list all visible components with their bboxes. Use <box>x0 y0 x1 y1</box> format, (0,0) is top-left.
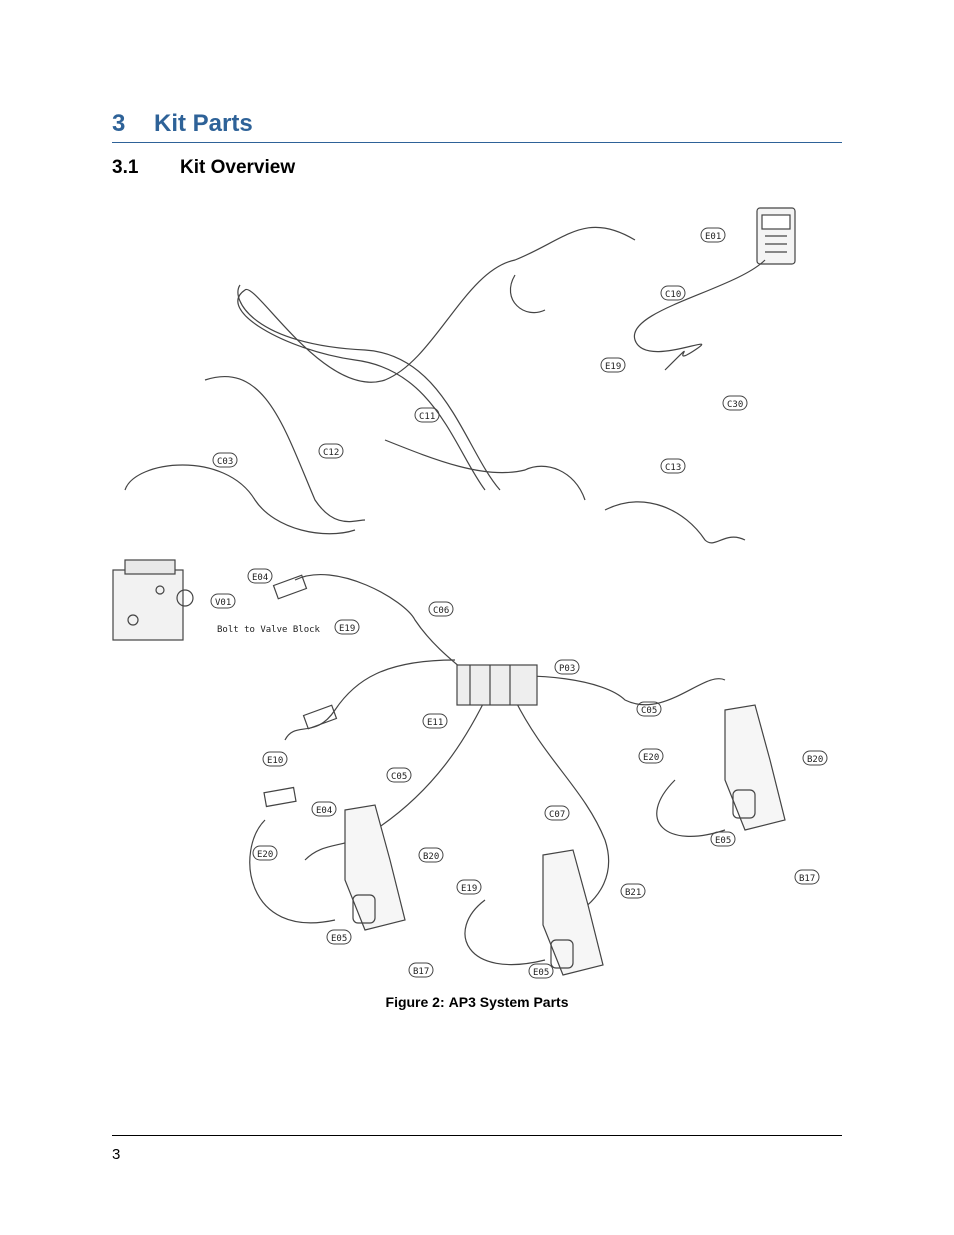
callout-p03: P03 <box>554 659 580 675</box>
svg-text:C07: C07 <box>549 810 565 820</box>
svg-text:E05: E05 <box>715 836 731 846</box>
section-number: 3 <box>112 110 126 137</box>
svg-text:E05: E05 <box>533 968 549 978</box>
section-title: Kit Parts <box>154 110 253 137</box>
svg-text:C13: C13 <box>665 463 681 473</box>
cable-c10 <box>634 259 766 371</box>
valve-block <box>112 559 194 641</box>
svg-text:C11: C11 <box>419 412 435 422</box>
callout-c10: C10 <box>660 285 686 301</box>
svg-text:E10: E10 <box>267 756 283 766</box>
svg-text:C30: C30 <box>727 400 743 410</box>
callout-c03: C03 <box>212 452 238 468</box>
callout-c12: C12 <box>318 443 344 459</box>
callout-e01: E01 <box>700 227 726 243</box>
callout-c07: C07 <box>544 805 570 821</box>
svg-text:C05: C05 <box>391 772 407 782</box>
display-unit <box>756 207 796 265</box>
callout-b20-left: B20 <box>418 847 444 863</box>
callout-b17-left: B17 <box>408 962 434 978</box>
cable-c12 <box>204 375 366 523</box>
callout-c05-right: C05 <box>636 701 662 717</box>
callout-e05-right: E05 <box>710 831 736 847</box>
callout-e11: E11 <box>422 713 448 729</box>
subsection-number: 3.1 <box>112 157 139 178</box>
svg-text:E19: E19 <box>461 884 477 894</box>
cable-e10 <box>284 659 456 741</box>
sensor-e04-bottom <box>263 786 297 808</box>
diagram-svg: E01 C10 E19 C30 C11 C12 C03 C13 E04 E19 … <box>112 207 828 979</box>
callout-e05-center: E05 <box>528 963 554 979</box>
svg-text:E19: E19 <box>605 362 621 372</box>
callout-e20-left: E20 <box>252 845 278 861</box>
svg-text:B21: B21 <box>625 888 641 898</box>
svg-text:E11: E11 <box>427 718 443 728</box>
callout-c06: C06 <box>428 601 454 617</box>
callout-c11: C11 <box>414 407 440 423</box>
figure-caption: Figure 2:AP3 System Parts <box>0 994 954 1010</box>
svg-text:B20: B20 <box>423 852 439 862</box>
svg-text:E04: E04 <box>316 806 332 816</box>
svg-text:B17: B17 <box>413 967 429 977</box>
bracket-left <box>344 804 406 931</box>
callout-e05-left: E05 <box>326 929 352 945</box>
cable-c06 <box>294 574 476 681</box>
callout-e20-right: E20 <box>638 748 664 764</box>
callout-e19-bottom: E19 <box>456 879 482 895</box>
subsection-title: Kit Overview <box>180 157 296 178</box>
svg-text:E05: E05 <box>331 934 347 944</box>
system-parts-diagram: E01 C10 E19 C30 C11 C12 C03 C13 E04 E19 … <box>105 200 845 980</box>
valve-block-note: Bolt to Valve Block <box>217 625 321 635</box>
cable-c03 <box>124 464 356 535</box>
callout-c05-left: C05 <box>386 767 412 783</box>
svg-text:C10: C10 <box>665 290 681 300</box>
callout-c13: C13 <box>660 458 686 474</box>
bracket-center <box>542 849 604 976</box>
callout-b17-right: B17 <box>794 869 820 885</box>
junction-connector <box>456 664 538 706</box>
cable-c11 <box>237 226 636 491</box>
svg-text:E19: E19 <box>339 624 355 634</box>
footer-divider <box>112 1135 842 1136</box>
svg-text:B17: B17 <box>799 874 815 884</box>
section-heading: 3 Kit Parts <box>112 110 842 143</box>
svg-text:E20: E20 <box>257 850 273 860</box>
figure-caption-label: Figure 2: <box>385 994 445 1010</box>
svg-text:E20: E20 <box>643 753 659 763</box>
callout-e04-top: E04 <box>247 568 273 584</box>
callout-c30: C30 <box>722 395 748 411</box>
svg-text:C06: C06 <box>433 606 449 616</box>
sensor-e04-top <box>272 574 308 600</box>
callout-e19-top: E19 <box>600 357 626 373</box>
svg-text:V01: V01 <box>215 598 231 608</box>
callout-b21: B21 <box>620 883 646 899</box>
sensor-e10 <box>302 704 338 730</box>
callout-e10: E10 <box>262 751 288 767</box>
svg-text:E04: E04 <box>252 573 268 583</box>
svg-text:P03: P03 <box>559 664 575 674</box>
svg-text:C03: C03 <box>217 457 233 467</box>
cable-c13 <box>384 439 586 501</box>
svg-text:C05: C05 <box>641 706 657 716</box>
svg-text:C12: C12 <box>323 448 339 458</box>
bracket-right <box>724 704 786 831</box>
callout-b20-right: B20 <box>802 750 828 766</box>
svg-text:E01: E01 <box>705 232 721 242</box>
svg-text:B20: B20 <box>807 755 823 765</box>
callout-e04-bottom: E04 <box>311 801 337 817</box>
page-number: 3 <box>112 1146 121 1163</box>
cable-c05-b <box>304 699 486 861</box>
cable-c07 <box>514 699 610 921</box>
callout-e19-mid: E19 <box>334 619 360 635</box>
subsection-heading: 3.1 Kit Overview <box>112 157 295 179</box>
figure-caption-text: AP3 System Parts <box>448 994 569 1010</box>
callout-v01: V01 <box>210 593 236 609</box>
